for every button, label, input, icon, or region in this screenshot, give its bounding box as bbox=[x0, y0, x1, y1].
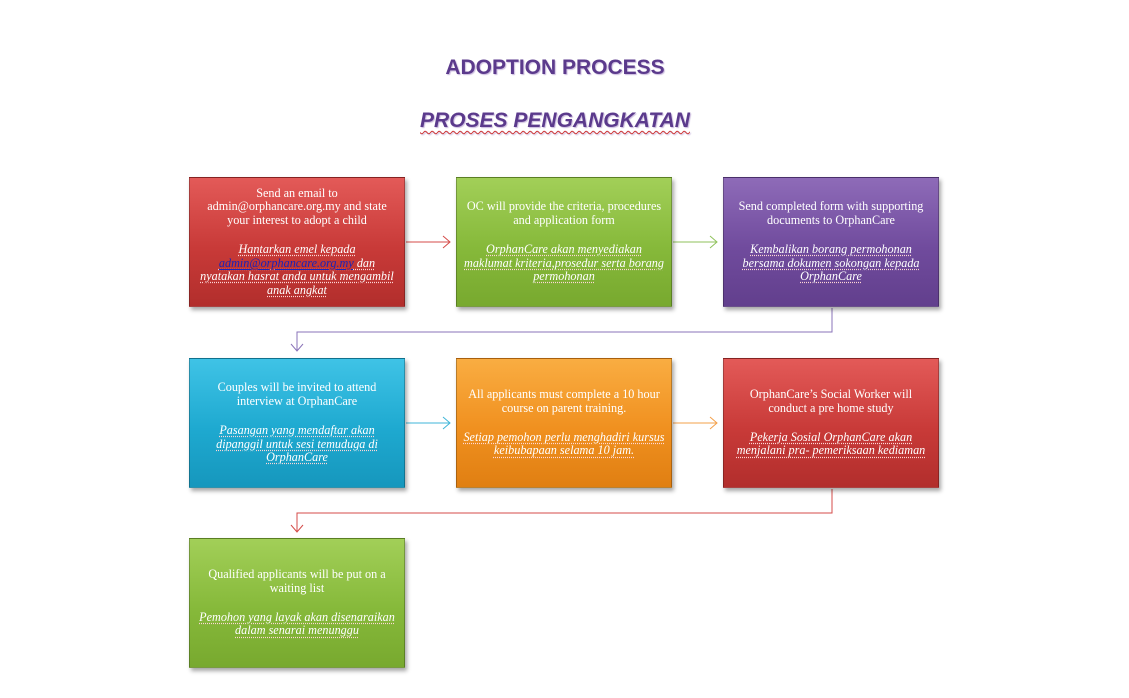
step-1-box: Send an email to admin@orphancare.org.my… bbox=[189, 177, 405, 307]
connector-step4-to-step5 bbox=[406, 416, 451, 430]
connector-step5-to-step6 bbox=[673, 416, 718, 430]
step-4-english-text: Couples will be invited to attend interv… bbox=[217, 380, 377, 408]
connector-step6-to-step7 bbox=[290, 489, 833, 533]
diagram-subtitle: PROSES PENGANGKATAN bbox=[0, 109, 1110, 133]
connector-step1-to-step2 bbox=[406, 235, 451, 249]
connector-step3-to-step4 bbox=[290, 308, 833, 352]
step-2-malay-text: OrphanCare akan menyediakan maklumat kri… bbox=[464, 242, 664, 284]
step-5-english-text: All applicants must complete a 10 hour c… bbox=[468, 387, 660, 415]
step-2-english-text: OC will provide the criteria, procedures… bbox=[466, 199, 662, 227]
step-7-malay-text: Pemohon yang layak akan disenaraikan dal… bbox=[199, 610, 395, 638]
step-1-malay-text-part2: dan nyatakan hasrat anda untuk mengambil… bbox=[200, 255, 394, 297]
step-4-box: Couples will be invited to attend interv… bbox=[189, 358, 405, 488]
step-5-box: All applicants must complete a 10 hour c… bbox=[456, 358, 672, 488]
admin-email-link[interactable]: admin@orphancare.org.my bbox=[218, 255, 354, 270]
step-6-malay-text: Pekerja Sosial OrphanCare akan menjalani… bbox=[736, 430, 926, 458]
step-1-english-text: Send an email to admin@orphancare.org.my… bbox=[207, 186, 387, 227]
step-3-malay-text: Kembalikan borang permohonan bersama dok… bbox=[742, 242, 920, 284]
step-4-malay-text: Pasangan yang mendaftar akan dipanggil u… bbox=[216, 423, 378, 465]
step-6-english-text: OrphanCare’s Social Worker will conduct … bbox=[749, 387, 913, 415]
diagram-subtitle-text: PROSES PENGANGKATAN bbox=[420, 109, 690, 132]
step-1-malay-text: Hantarkan emel kepada admin@orphancare.o… bbox=[196, 243, 398, 297]
step-6-box: OrphanCare’s Social Worker will conduct … bbox=[723, 358, 939, 488]
step-7-english-text: Qualified applicants will be put on a wa… bbox=[208, 567, 386, 595]
step-5-malay-text: Setiap pemohon perlu menghadiri kursus k… bbox=[463, 430, 665, 458]
step-7-box: Qualified applicants will be put on a wa… bbox=[189, 538, 405, 668]
step-3-box: Send completed form with supporting docu… bbox=[723, 177, 939, 307]
step-1-malay-text-part1: Hantarkan emel kepada bbox=[238, 242, 356, 257]
step-2-box: OC will provide the criteria, procedures… bbox=[456, 177, 672, 307]
connector-step2-to-step3 bbox=[673, 235, 718, 249]
step-3-english-text: Send completed form with supporting docu… bbox=[738, 199, 924, 227]
diagram-title: ADOPTION PROCESS bbox=[445, 56, 665, 79]
